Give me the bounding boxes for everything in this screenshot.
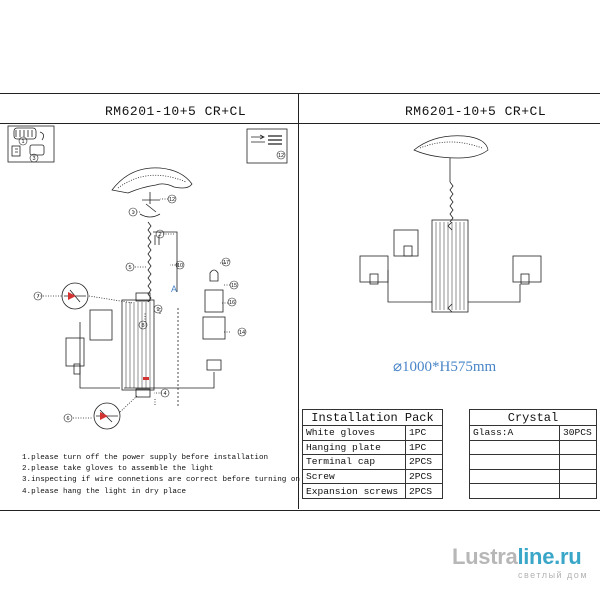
pack-qty: 2PCS	[405, 454, 443, 470]
left-model-title: RM6201-10+5 CR+CL	[105, 104, 247, 119]
central-crystal-column	[431, 219, 469, 313]
canopy-mount	[413, 135, 489, 159]
callout-label: 15	[231, 283, 237, 289]
dimension-label: ⌀1000*H575mm	[393, 359, 497, 375]
crystal-qty: 30PCS	[559, 425, 597, 441]
callout-label: 2	[158, 232, 161, 238]
hanging-chain	[147, 221, 152, 303]
callout-label: 8	[141, 323, 144, 329]
lamp-shade	[359, 255, 389, 283]
callout-label: 16	[229, 300, 235, 306]
note-line: 1.please turn off the power supply befor…	[22, 454, 269, 462]
note-line: 3.inspecting if wire connetions are corr…	[22, 476, 300, 485]
hanging-chain	[449, 181, 454, 223]
pack-qty: 2PCS	[405, 483, 443, 499]
pack-item: Terminal cap	[302, 454, 406, 470]
panel-divider	[298, 93, 299, 509]
table-row: White gloves 1PC	[302, 425, 443, 441]
callout-label: 17	[223, 260, 229, 266]
pack-item: Hanging plate	[302, 439, 406, 456]
pack-qty: 2PCS	[405, 468, 443, 485]
callout-label: 3	[32, 156, 35, 162]
drawing-sheet	[0, 93, 600, 511]
direction-label: A	[171, 284, 177, 294]
callout-label: 12	[169, 197, 175, 203]
callout-label: 14	[239, 330, 245, 336]
brand-watermark: Lustraline.ru светлый дом	[452, 544, 587, 580]
callout-label: 7	[36, 294, 39, 300]
callout-label: 9	[156, 307, 159, 313]
table-row: Screw 2PCS	[302, 468, 443, 485]
canopy-mount	[111, 167, 193, 194]
right-model-title: RM6201-10+5 CR+CL	[405, 104, 547, 119]
pack-item: White gloves	[302, 425, 406, 441]
bulb-icon	[209, 269, 219, 282]
left-header-rule	[0, 123, 298, 124]
callout-label: 10	[177, 263, 183, 269]
callout-label: 6	[66, 416, 69, 422]
lamp-shade	[512, 255, 542, 283]
note-line: 4.please hang the light in dry place	[22, 487, 187, 496]
brand-tagline: светлый дом	[518, 570, 589, 580]
pack-qty: 1PC	[405, 439, 443, 456]
crystal-table: Crystal Glass:A 30PCS	[469, 409, 597, 499]
lamp-shade	[393, 229, 419, 257]
callout-label: 5	[128, 265, 131, 271]
installation-pack-title: Installation Pack	[302, 409, 443, 426]
right-header-rule	[299, 123, 600, 124]
pack-qty: 1PC	[405, 425, 443, 441]
table-row: Terminal cap 2PCS	[302, 454, 443, 470]
central-crystal-column	[121, 292, 155, 398]
glove-icon	[7, 125, 55, 163]
table-row: Expansion screws 2PCS	[302, 483, 443, 499]
callout-label: 1	[131, 210, 134, 216]
crystal-item: Glass:A	[469, 425, 560, 441]
crystal-title: Crystal	[469, 409, 597, 426]
callout-label: 1	[21, 139, 24, 145]
wire-terminal-icon	[246, 128, 288, 164]
safety-notes: 1.please turn off the power supply befor…	[22, 453, 300, 498]
installation-pack-table: Installation Pack White gloves 1PC Hangi…	[302, 409, 443, 499]
brand-logo: Lustraline.ru	[452, 544, 582, 569]
pack-item: Expansion screws	[302, 483, 406, 499]
pack-item: Screw	[302, 468, 406, 485]
lamp-shade	[89, 309, 113, 341]
callout-label: 4	[163, 391, 166, 397]
table-row: Hanging plate 1PC	[302, 439, 443, 456]
note-line: 2.please take gloves to assemble the lig…	[22, 465, 214, 474]
table-row: Glass:A 30PCS	[469, 425, 597, 441]
callout-label: 12	[278, 153, 284, 159]
